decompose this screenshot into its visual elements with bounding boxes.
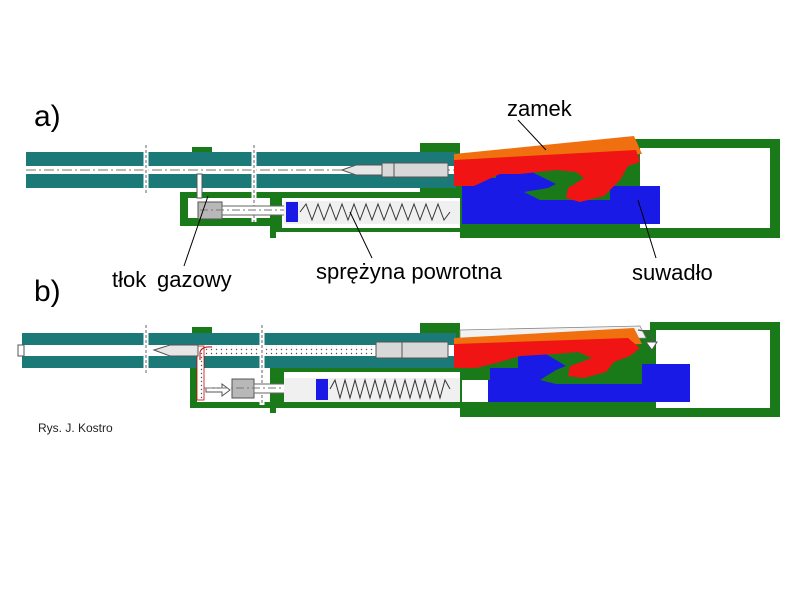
panel-a-label: a): [34, 100, 61, 133]
bolt-carrier: [462, 354, 690, 402]
panel-b-label: b): [34, 275, 61, 308]
panel-a: [26, 136, 780, 238]
barrel-upper: [22, 333, 456, 345]
bolt-carrier: [462, 172, 660, 224]
gas-in-bore: [190, 346, 376, 355]
spring-plunger: [316, 379, 328, 400]
leader-sprezyna: [349, 211, 373, 259]
muzzle-tip: [17, 344, 25, 357]
barrel-lower: [22, 356, 456, 368]
gas-flow-arrow: [199, 346, 213, 360]
barrel-lower: [26, 174, 456, 188]
bore: [26, 166, 456, 174]
bullet: [152, 344, 199, 357]
cartridge-case: [375, 341, 449, 359]
carrier-gap: [462, 380, 488, 402]
recoil-spring: [299, 202, 451, 222]
gas-port: [196, 345, 205, 401]
bolt-red: [454, 338, 640, 378]
barrel-upper: [26, 152, 456, 166]
label-sprezyna: sprężyna powrotna: [316, 259, 503, 284]
cartridge-case: [381, 162, 449, 178]
label-tlok: tłok: [112, 267, 147, 292]
housing-cap: [192, 147, 212, 153]
recoil-spring: [329, 378, 451, 400]
credit: Rys. J. Kostro: [38, 421, 113, 435]
spring-plunger: [286, 202, 298, 222]
gas-port: [196, 173, 203, 199]
label-suwadlo: suwadło: [632, 260, 713, 285]
label-gazowy: gazowy: [157, 267, 232, 292]
panel-b: [17, 322, 780, 417]
bolt-red: [454, 150, 640, 202]
piston-motion-arrow: [205, 383, 231, 397]
housing-cap: [192, 327, 212, 333]
label-zamek: zamek: [507, 96, 573, 121]
leader-zamek: [517, 119, 547, 151]
bolt-rotation-arrowhead: [645, 341, 658, 351]
leader-suwadlo: [637, 199, 657, 259]
leader-tlok: [183, 195, 209, 267]
spring-chamber: [284, 201, 460, 224]
